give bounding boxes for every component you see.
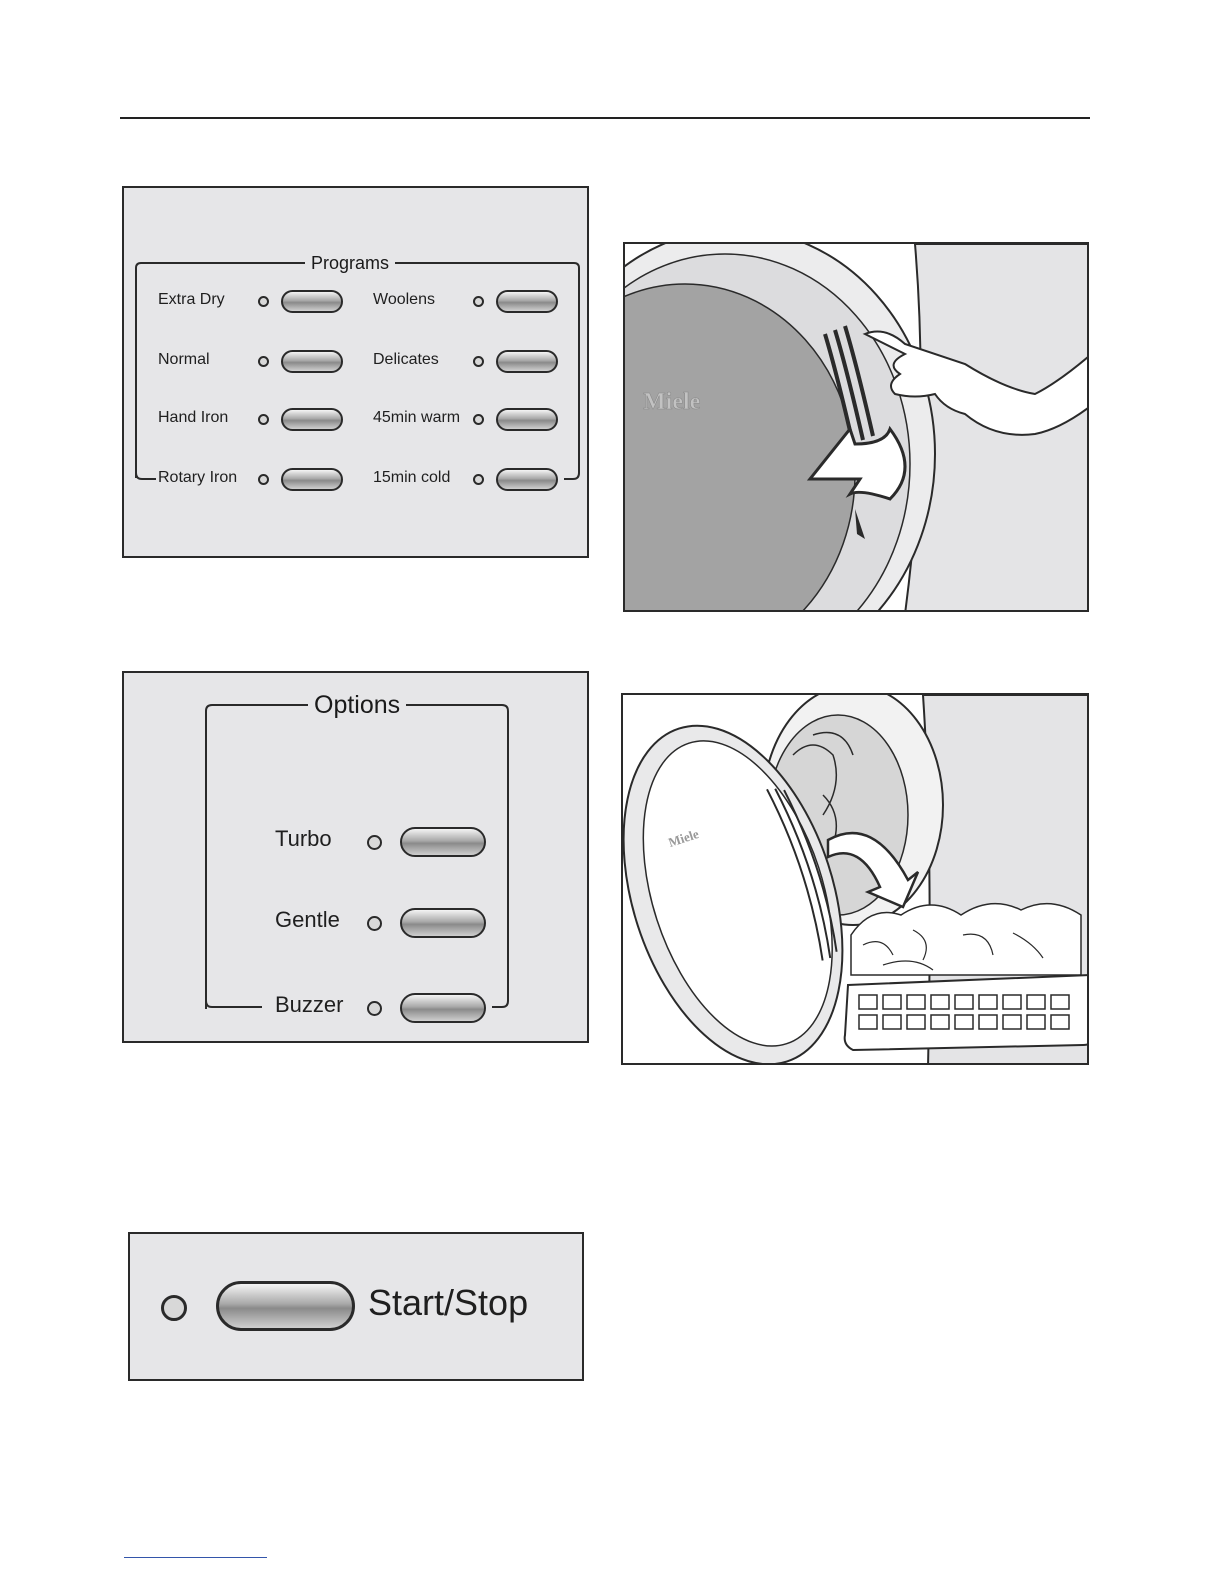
program-label-normal: Normal xyxy=(158,351,210,369)
program-label-45min-warm: 45min warm xyxy=(373,409,460,427)
options-title: Options xyxy=(308,691,406,720)
header-rule xyxy=(120,117,1090,119)
program-label-woolens: Woolens xyxy=(373,291,435,309)
program-button-delicates[interactable] xyxy=(496,350,558,373)
footer-link-rule xyxy=(124,1557,267,1558)
program-led-extra-dry xyxy=(258,296,269,307)
options-panel: Options Turbo Gentle Buzzer xyxy=(122,671,589,1043)
program-button-rotary-iron[interactable] xyxy=(281,468,343,491)
program-label-rotary-iron: Rotary Iron xyxy=(158,469,237,487)
program-label-15min-cold: 15min cold xyxy=(373,469,450,487)
start-stop-panel: Start/Stop xyxy=(128,1232,584,1381)
program-led-normal xyxy=(258,356,269,367)
option-led-turbo xyxy=(367,835,382,850)
start-stop-label: Start/Stop xyxy=(368,1282,528,1324)
unload-laundry-illustration: Miele xyxy=(621,693,1089,1065)
programs-bracket xyxy=(124,188,591,560)
program-label-delicates: Delicates xyxy=(373,351,439,369)
door-opening-illustration: Miele xyxy=(623,242,1089,612)
options-bracket xyxy=(124,673,591,1045)
program-led-woolens xyxy=(473,296,484,307)
option-button-buzzer[interactable] xyxy=(400,993,486,1023)
program-led-45min-warm xyxy=(473,414,484,425)
option-label-buzzer: Buzzer xyxy=(275,992,347,1018)
program-button-woolens[interactable] xyxy=(496,290,558,313)
option-led-gentle xyxy=(367,916,382,931)
program-button-normal[interactable] xyxy=(281,350,343,373)
program-led-15min-cold xyxy=(473,474,484,485)
program-led-rotary-iron xyxy=(258,474,269,485)
option-button-turbo[interactable] xyxy=(400,827,486,857)
option-label-turbo: Turbo xyxy=(275,826,332,852)
start-stop-button[interactable] xyxy=(216,1281,355,1331)
program-label-hand-iron: Hand Iron xyxy=(158,409,228,427)
programs-title: Programs xyxy=(305,253,395,274)
program-button-extra-dry[interactable] xyxy=(281,290,343,313)
option-button-gentle[interactable] xyxy=(400,908,486,938)
program-led-hand-iron xyxy=(258,414,269,425)
program-button-45min-warm[interactable] xyxy=(496,408,558,431)
program-led-delicates xyxy=(473,356,484,367)
program-button-15min-cold[interactable] xyxy=(496,468,558,491)
programs-panel: Programs Extra Dry Normal Hand Iron Rota… xyxy=(122,186,589,558)
start-stop-led xyxy=(161,1295,187,1321)
program-button-hand-iron[interactable] xyxy=(281,408,343,431)
option-led-buzzer xyxy=(367,1001,382,1016)
program-label-extra-dry: Extra Dry xyxy=(158,291,225,309)
option-label-gentle: Gentle xyxy=(275,907,340,933)
door-brand-logo: Miele xyxy=(643,389,701,415)
